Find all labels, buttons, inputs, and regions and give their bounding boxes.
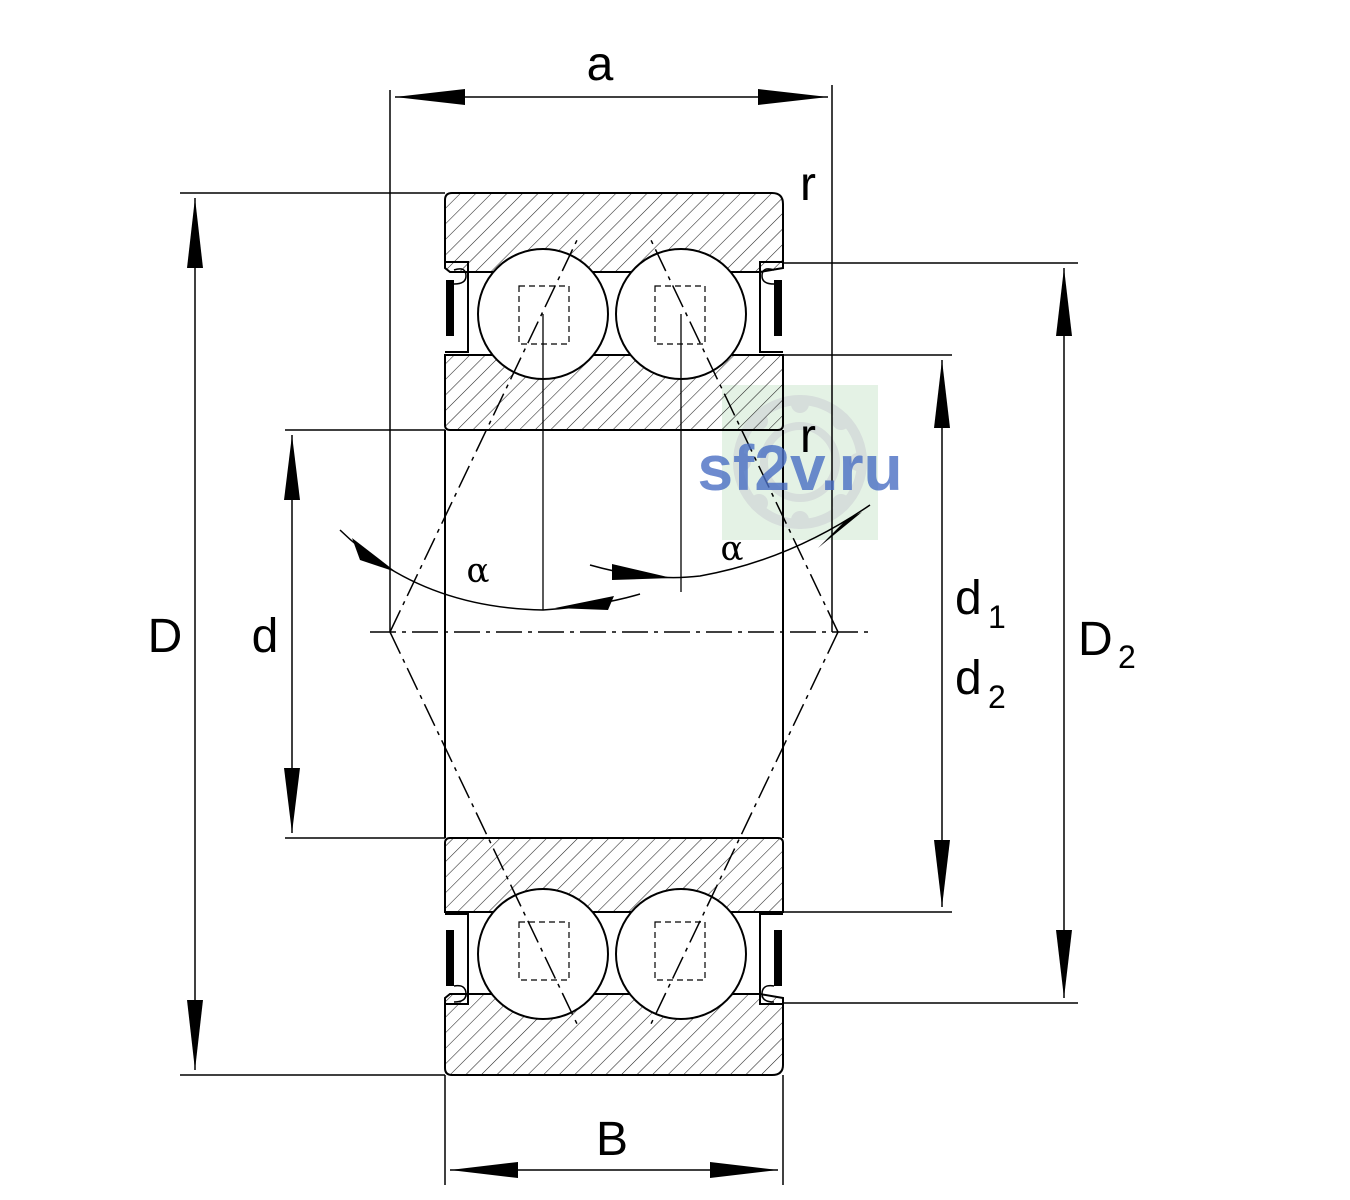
alpha-arrows — [352, 512, 862, 610]
ball-bottom-left — [477, 888, 609, 1020]
label-d1: d 1 — [955, 572, 1006, 635]
bore-lines — [444, 430, 784, 838]
label-d2: d 2 — [955, 652, 1006, 715]
ball-bottom-right — [615, 888, 747, 1020]
dim-B — [444, 1075, 784, 1185]
seal-top-right — [759, 261, 783, 353]
outer-ring-top — [444, 192, 784, 273]
dim-d — [284, 429, 445, 839]
dim-a — [389, 85, 833, 632]
dim-d1-d2 — [783, 354, 952, 913]
contact-lines — [389, 237, 839, 1027]
dim-D2 — [783, 262, 1078, 1004]
seal-bottom-right — [759, 913, 783, 1005]
label-alpha-right: α — [721, 529, 744, 569]
dim-D — [180, 192, 445, 1076]
label-d2-sub: 2 — [988, 679, 1006, 715]
inner-ring-bottom — [444, 837, 784, 913]
seal-top-left — [445, 261, 469, 353]
ball-axes — [542, 314, 682, 610]
label-D2-sub: 2 — [1118, 639, 1136, 675]
label-r-top: r — [800, 158, 816, 211]
label-d1-sub: 1 — [988, 599, 1006, 635]
seal-bottom-left — [445, 913, 469, 1005]
inner-ring-top — [444, 354, 784, 431]
label-d: d — [252, 610, 279, 663]
outer-ring-bottom — [444, 993, 784, 1076]
label-B: B — [596, 1113, 628, 1166]
watermark-text: sf2v.ru — [697, 432, 902, 504]
label-d1-main: d — [955, 572, 982, 625]
label-D: D — [148, 610, 183, 663]
label-alpha-left: α — [467, 551, 490, 591]
label-r-mid: r — [800, 410, 816, 463]
label-a: a — [587, 38, 614, 91]
label-D2: D 2 — [1078, 613, 1136, 675]
label-d2-main: d — [955, 652, 982, 705]
label-D2-main: D — [1078, 613, 1113, 666]
